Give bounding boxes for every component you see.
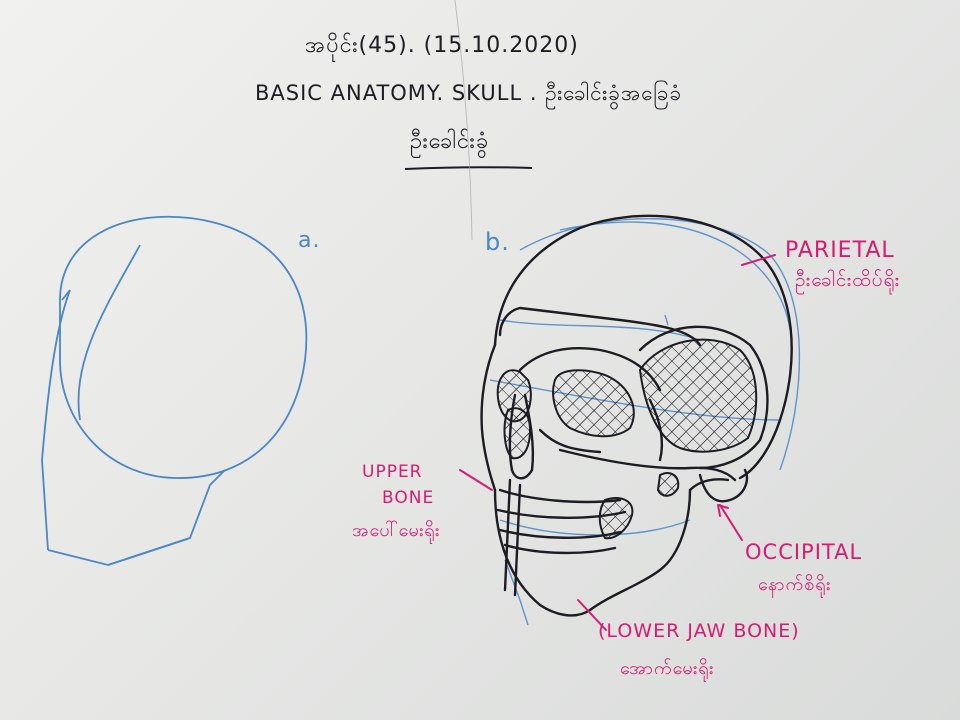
parietal-leader: [741, 254, 776, 266]
occipital-arrow: [717, 504, 729, 517]
jaw-cavity: [598, 497, 634, 540]
upper-bone-label-myanmar: အပေါ်မေးရိုး: [352, 520, 441, 541]
lower-jaw-leader: [577, 599, 607, 631]
lesson-number: အပိုင်း(45). (15.10.2020): [305, 33, 579, 58]
right-orbit: [552, 369, 635, 438]
parietal-label-myanmar: ဦးခေါင်းထိပ်ရိုး: [795, 269, 901, 291]
figure-a-construction: [41, 215, 308, 566]
occipital-label: OCCIPITAL: [745, 540, 863, 564]
temporal-fossa: [638, 338, 758, 453]
figure-a-label: a.: [298, 228, 321, 253]
figure-b-skull-shading: [496, 338, 758, 540]
topic-underline: [404, 166, 533, 170]
lower-jaw-label-myanmar: အောက်မေးရိုး: [620, 658, 715, 679]
lesson-title: BASIC ANATOMY. SKULL . ဦးခေါင်းခွံအခြေခံ: [255, 81, 683, 105]
upper-bone-label-line1: UPPER: [362, 462, 423, 482]
ear-cavity: [656, 472, 680, 497]
board-crease: [454, 0, 473, 241]
upper-bone-leader: [459, 469, 493, 491]
figure-b-label: b.: [485, 228, 510, 256]
occipital-label-myanmar: နောက်စိရိုး: [758, 574, 832, 595]
parietal-label: PARIETAL: [785, 238, 895, 263]
upper-bone-label-line2: BONE: [382, 488, 435, 508]
topic-title: ဦးခေါင်းခွံ: [410, 129, 490, 154]
lower-jaw-label: (LOWER JAW BONE): [598, 620, 800, 642]
annotation-leaders: [459, 254, 776, 631]
nasal-cavity: [503, 407, 532, 460]
occipital-leader: [719, 504, 743, 541]
